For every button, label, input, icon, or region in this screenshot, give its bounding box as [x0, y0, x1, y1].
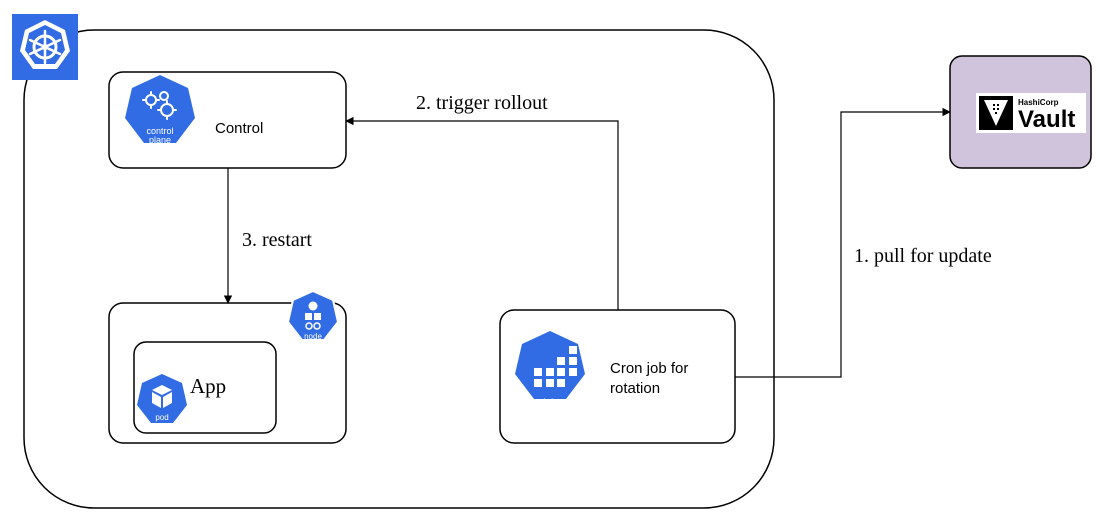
vault-logo: HashiCorp Vault — [976, 93, 1086, 133]
vault-brand-small: HashiCorp — [1018, 98, 1059, 107]
edge-pull-for-update — [735, 107, 951, 378]
edge-label-pull-for-update: 1. pull for update — [854, 245, 992, 267]
job-icon-text: job — [542, 398, 557, 409]
edge-label-restart: 3. restart — [242, 229, 312, 251]
node-icon-text: node — [304, 332, 322, 341]
pod-icon-text: pod — [155, 413, 168, 422]
job-icon: job — [515, 331, 585, 409]
control-label: Control — [215, 120, 263, 137]
cron-label-line1: Cron job for — [610, 360, 688, 377]
vault-brand-large: Vault — [1018, 106, 1075, 133]
control-icon-text-line1: control — [146, 126, 173, 136]
edge-label-trigger-rollout: 2. trigger rollout — [416, 92, 548, 114]
app-label: App — [190, 374, 226, 398]
kubernetes-helm-icon — [12, 14, 78, 80]
control-plane-icon: control plane — [125, 75, 195, 145]
edge-trigger-rollout — [345, 116, 619, 310]
pod-icon: pod — [137, 374, 187, 423]
node-icon: node — [286, 289, 340, 341]
control-icon-text-line2: plane — [149, 135, 171, 145]
cron-label-line2: rotation — [610, 380, 660, 397]
